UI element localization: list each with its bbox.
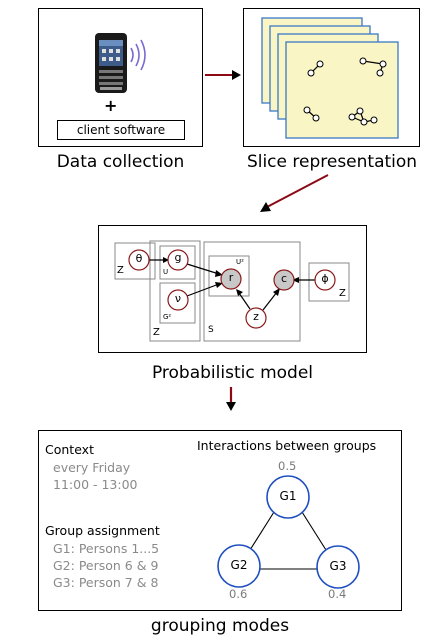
plate-label-z-right: Z xyxy=(339,288,346,299)
group-node-g1: G1 xyxy=(279,489,297,503)
group-value-g2: 0.6 xyxy=(229,587,248,601)
node-phi: ϕ xyxy=(321,272,329,285)
context-line-day: every Friday xyxy=(53,460,131,475)
plate-label-u: U xyxy=(163,268,169,276)
node-nu: ν xyxy=(174,292,182,305)
slice-representation-caption: Slice representation xyxy=(246,152,418,172)
group-node-g3: G3 xyxy=(329,559,347,573)
assignment-line-g1: G1: Persons 1...5 xyxy=(53,541,160,556)
node-g: g xyxy=(174,251,182,264)
node-z: z xyxy=(253,310,259,323)
group-node-g2: G2 xyxy=(230,558,248,572)
node-r: r xyxy=(228,271,234,284)
plate-label-s: S xyxy=(208,325,214,335)
assignment-title: Group assignment xyxy=(45,523,160,538)
probabilistic-model-caption: Probabilistic model xyxy=(151,363,314,383)
plate-label-z-bottom: Z xyxy=(153,327,160,338)
node-c: c xyxy=(280,272,288,285)
group-value-g1: 0.5 xyxy=(278,459,297,473)
plate-label-u2: U² xyxy=(236,258,244,266)
interactions-title: Interactions between groups xyxy=(197,438,377,453)
client-software-label: client software xyxy=(57,120,185,140)
context-line-time: 11:00 - 13:00 xyxy=(53,477,138,492)
group-value-g3: 0.4 xyxy=(328,587,347,601)
node-theta: θ xyxy=(135,252,143,265)
data-collection-caption: Data collection xyxy=(56,152,185,172)
plate-label-z-left: Z xyxy=(117,265,124,276)
plate-label-g2: G² xyxy=(163,313,172,321)
assignment-line-g2: G2: Person 6 & 9 xyxy=(53,558,159,573)
grouping-modes-caption: grouping modes xyxy=(150,616,290,636)
plus-sign: + xyxy=(104,96,118,115)
context-title: Context xyxy=(45,442,94,457)
assignment-line-g3: G3: Person 7 & 8 xyxy=(53,575,159,590)
